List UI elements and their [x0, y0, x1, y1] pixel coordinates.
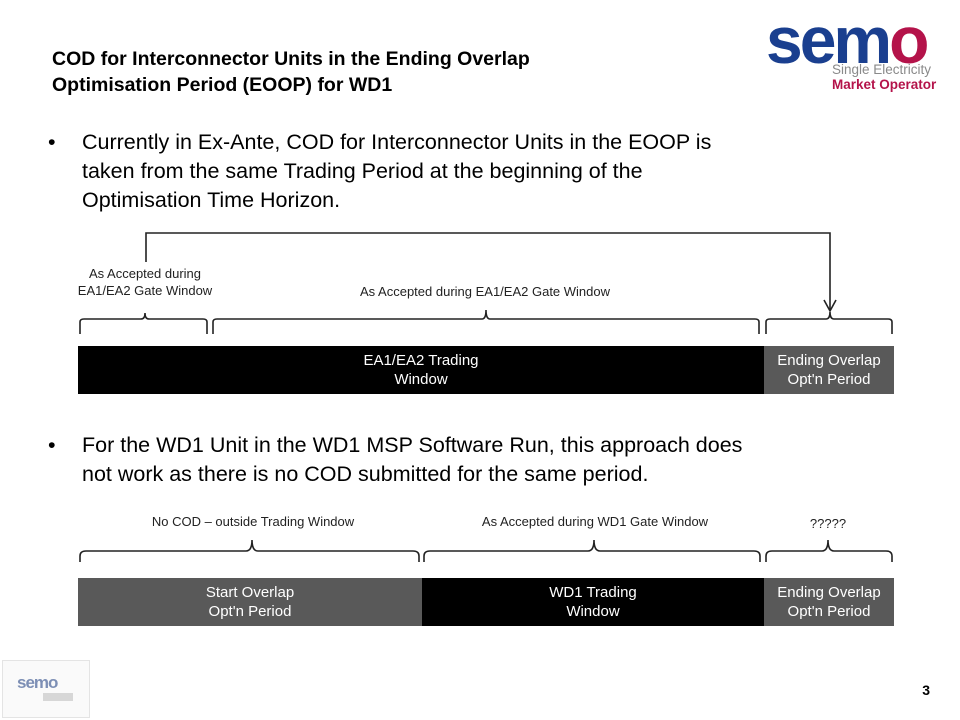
d1-label-left-line1: As Accepted during	[88, 266, 202, 281]
slide-title-line2: Optimisation Period (EOOP) for WD1	[52, 74, 393, 96]
d1-label-left-line2: EA1/EA2 Gate Window	[77, 283, 213, 298]
d1-bar-ending-overlap: Ending Overlap Opt'n Period	[764, 346, 894, 394]
bullet-1-line2: taken from the same Trading Period at th…	[82, 159, 643, 183]
d1-bar-trading-window: EA1/EA2 Trading Window	[78, 346, 764, 394]
logo-tagline-line1: Single Electricity	[832, 62, 932, 77]
semo-logo-wordmark: semo	[766, 2, 929, 78]
logo-tagline-line2: Market Operator	[832, 77, 937, 92]
bullet-1-text: Currently in Ex-Ante, COD for Interconne…	[82, 128, 902, 215]
d2-bar-main-line2: Window	[566, 603, 620, 620]
d2-label-left: No COD – outside Trading Window	[151, 514, 355, 529]
eoop-connector-line	[145, 232, 831, 310]
d1-bar-end-line2: Opt'n Period	[787, 371, 871, 388]
brace-d2-left	[79, 539, 420, 562]
brace-d1-middle	[212, 309, 760, 334]
d2-bar-trading-window: WD1 Trading Window	[422, 578, 764, 626]
d2-bar-start-line1: Start Overlap	[205, 584, 295, 601]
d1-label-middle: As Accepted during EA1/EA2 Gate Window	[359, 284, 611, 299]
d2-bar-ending-overlap: Ending Overlap Opt'n Period	[764, 578, 894, 626]
bullet-2-marker: •	[48, 433, 56, 457]
brace-d2-right	[765, 539, 893, 562]
footer-semo-logo: semo	[2, 660, 90, 718]
d2-bar-end-line1: Ending Overlap	[777, 584, 881, 601]
bullet-2-line2: not work as there is no COD submitted fo…	[82, 462, 649, 486]
d2-bar-main-line1: WD1 Trading	[549, 584, 637, 601]
footer-logo-tagline-bar	[43, 693, 73, 701]
bullet-2-line1: For the WD1 Unit in the WD1 MSP Software…	[82, 433, 743, 457]
logo-word-blue: sem	[766, 3, 892, 77]
d1-bar-main-line1: EA1/EA2 Trading	[363, 352, 479, 369]
bullet-2-text: For the WD1 Unit in the WD1 MSP Software…	[82, 431, 902, 489]
slide-title: COD for Interconnector Units in the Endi…	[52, 46, 752, 98]
d2-label-middle: As Accepted during WD1 Gate Window	[481, 514, 709, 529]
semo-logo: semo Single Electricity Market Operator	[766, 3, 952, 100]
bullet-2: • For the WD1 Unit in the WD1 MSP Softwa…	[48, 431, 908, 491]
bullet-1: • Currently in Ex-Ante, COD for Intercon…	[48, 128, 908, 218]
slide-title-line1: COD for Interconnector Units in the Endi…	[52, 48, 530, 70]
logo-word-red: o	[889, 3, 929, 77]
bullet-1-line1: Currently in Ex-Ante, COD for Interconne…	[82, 130, 712, 154]
bullet-1-line3: Optimisation Time Horizon.	[82, 188, 341, 212]
brace-d1-right	[765, 311, 893, 334]
page-number: 3	[922, 682, 930, 698]
footer-logo-wordmark: semo	[17, 673, 58, 692]
brace-d1-left	[79, 312, 208, 334]
d1-label-left: As Accepted during EA1/EA2 Gate Window	[50, 265, 240, 299]
d2-bar-start-line2: Opt'n Period	[208, 603, 292, 620]
brace-d2-middle	[423, 539, 761, 562]
d1-bar-main-line2: Window	[394, 371, 448, 388]
d2-label-right: ?????	[809, 516, 847, 531]
semo-logo-tagline: Single Electricity Market Operator	[832, 62, 936, 92]
eoop-connector-arrowhead	[823, 299, 837, 313]
d2-bar-start-overlap: Start Overlap Opt'n Period	[78, 578, 422, 626]
d2-bar-end-line2: Opt'n Period	[787, 603, 871, 620]
bullet-1-marker: •	[48, 130, 56, 154]
d1-bar-end-line1: Ending Overlap	[777, 352, 881, 369]
